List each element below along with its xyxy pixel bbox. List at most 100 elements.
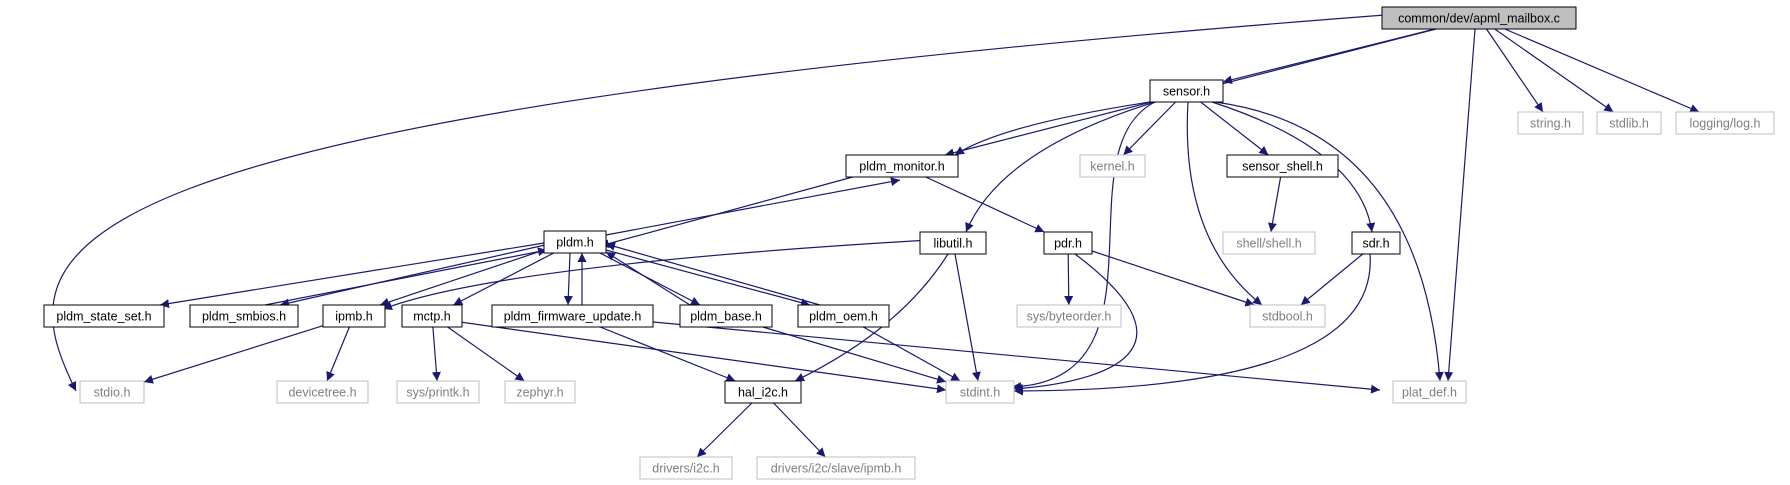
edge-pldm-h-to-mctp-h — [453, 252, 554, 306]
edge-pldm-base-h-to-stdint-h — [762, 326, 947, 384]
edge-sensor-h-to-sensor-shell-h — [1200, 101, 1269, 156]
edge-mctp-h-to-stdint-h — [459, 321, 947, 394]
node-sdr-h[interactable]: sdr.h — [1351, 231, 1401, 255]
node-box — [543, 230, 607, 254]
node-label: pldm_base.h — [690, 310, 762, 324]
node-label: pldm_state_set.h — [56, 310, 151, 324]
edge-pldm-h-to-pldm-firmware-update-h — [563, 252, 573, 306]
node-stdint-h: stdint.h — [945, 380, 1015, 404]
node-box — [396, 380, 480, 404]
edge-pldm-firmware-update-h-to-plat-def-h — [652, 321, 1381, 394]
edge-ipmb-h-to-stdio-h — [143, 325, 324, 384]
node-label: string.h — [1530, 117, 1571, 131]
edge-hal-i2c-h-to-drivers-i2c-slave-ipmb-h — [773, 402, 826, 458]
node-sensor-shell-h[interactable]: sensor_shell.h — [1226, 154, 1339, 178]
node-box — [79, 380, 145, 404]
node-label: logging/log.h — [1690, 117, 1761, 131]
edge-sensor-h-to-stdbool-h — [1186, 101, 1263, 306]
node-box — [679, 304, 773, 328]
node-box — [797, 304, 890, 328]
node-pdr-h[interactable]: pdr.h — [1043, 231, 1093, 255]
edge-pldm-h-to-pldm-base-h — [599, 252, 701, 306]
node-box — [1675, 111, 1775, 135]
node-stdbool-h: stdbool.h — [1249, 304, 1326, 328]
node-mctp-h[interactable]: mctp.h — [401, 304, 463, 328]
node-label: sys/printk.h — [406, 386, 469, 400]
edge-sdr-h-to-stdbool-h — [1300, 253, 1364, 306]
node-box — [276, 380, 369, 404]
node-pldm-base-h[interactable]: pldm_base.h — [679, 304, 773, 328]
node-box — [1392, 380, 1467, 404]
edge-pldm-oem-h-to-pldm-h — [605, 242, 821, 306]
node-pldm-smbios-h[interactable]: pldm_smbios.h — [189, 304, 299, 328]
node-box — [639, 456, 733, 480]
node-string-h: string.h — [1517, 111, 1584, 135]
node-box — [919, 231, 987, 255]
node-drivers-i2c-h: drivers/i2c.h — [639, 456, 733, 480]
node-box — [1381, 6, 1577, 30]
edge-pldm-oem-h-to-stdint-h — [863, 326, 961, 382]
node-label: stdint.h — [960, 386, 1000, 400]
edge-apml-mailbox-c-to-logging-log-h — [1504, 28, 1700, 113]
node-pldm-firmware-update-h[interactable]: pldm_firmware_update.h — [491, 304, 654, 328]
node-pldm-oem-h[interactable]: pldm_oem.h — [797, 304, 890, 328]
node-box — [1079, 154, 1146, 178]
node-label: sdr.h — [1362, 237, 1389, 251]
node-hal-i2c-h[interactable]: hal_i2c.h — [724, 380, 802, 404]
edge-apml-mailbox-c-to-string-h — [1486, 28, 1544, 113]
node-label: ipmb.h — [335, 310, 373, 324]
node-drivers-i2c-slave-ipmb-h: drivers/i2c/slave/ipmb.h — [756, 456, 916, 480]
edge-libutil-h-to-ipmb-h — [382, 239, 931, 311]
node-box — [491, 304, 654, 328]
edge-hal-i2c-h-to-drivers-i2c-h — [696, 402, 753, 458]
node-box — [1016, 304, 1122, 328]
node-box — [1596, 111, 1662, 135]
node-box — [1149, 79, 1224, 103]
node-libutil-h[interactable]: libutil.h — [919, 231, 987, 255]
edge-pldm-h-to-pldm-oem-h — [605, 249, 811, 308]
node-label: hal_i2c.h — [738, 386, 788, 400]
node-label: stdbool.h — [1262, 310, 1313, 324]
edge-pldm-smbios-h-to-pldm-h — [264, 247, 548, 306]
node-sys-printk-h: sys/printk.h — [396, 380, 480, 404]
node-sys-byteorder-h: sys/byteorder.h — [1016, 304, 1122, 328]
node-pldm-state-set-h[interactable]: pldm_state_set.h — [43, 304, 165, 328]
edge-sensor-h-to-libutil-h — [965, 101, 1156, 233]
node-label: plat_def.h — [1402, 386, 1457, 400]
node-label: pldm_firmware_update.h — [504, 310, 642, 324]
edge-pdr-h-to-stdint-h — [1013, 253, 1138, 393]
node-box — [1351, 231, 1401, 255]
node-apml-mailbox-c[interactable]: common/dev/apml_mailbox.c — [1381, 6, 1577, 30]
node-devicetree-h: devicetree.h — [276, 380, 369, 404]
edge-sensor-h-to-stdint-h — [1011, 101, 1156, 392]
node-box — [756, 456, 916, 480]
node-stdlib-h: stdlib.h — [1596, 111, 1662, 135]
node-label: drivers/i2c.h — [652, 462, 719, 476]
node-label: common/dev/apml_mailbox.c — [1398, 12, 1560, 26]
node-label: zephyr.h — [516, 386, 563, 400]
node-label: devicetree.h — [288, 386, 356, 400]
node-label: pldm_oem.h — [809, 310, 878, 324]
node-label: pdr.h — [1054, 237, 1082, 251]
node-logging-log-h: logging/log.h — [1675, 111, 1775, 135]
node-label: sys/byteorder.h — [1027, 310, 1112, 324]
node-pldm-monitor-h[interactable]: pldm_monitor.h — [845, 154, 959, 178]
edge-pldm-h-to-ipmb-h — [379, 247, 551, 307]
node-label: sensor_shell.h — [1242, 160, 1323, 174]
node-box — [1226, 154, 1339, 178]
node-box — [322, 304, 386, 328]
edge-mctp-h-to-zephyr-h — [447, 326, 525, 382]
node-label: stdlib.h — [1609, 117, 1649, 131]
edge-sensor-h-to-pldm-monitor-h — [954, 101, 1151, 156]
node-shell-shell-h: shell/shell.h — [1222, 231, 1316, 255]
edge-ipmb-h-to-devicetree-h — [326, 326, 350, 382]
edge-libutil-h-to-stdint-h — [954, 253, 981, 382]
node-ipmb-h[interactable]: ipmb.h — [322, 304, 386, 328]
node-box — [845, 154, 959, 178]
node-sensor-h[interactable]: sensor.h — [1149, 79, 1224, 103]
node-box — [1517, 111, 1584, 135]
node-pldm-h[interactable]: pldm.h — [543, 230, 607, 254]
node-box — [401, 304, 463, 328]
edge-apml-mailbox-c-to-plat-def-h — [1444, 28, 1476, 382]
